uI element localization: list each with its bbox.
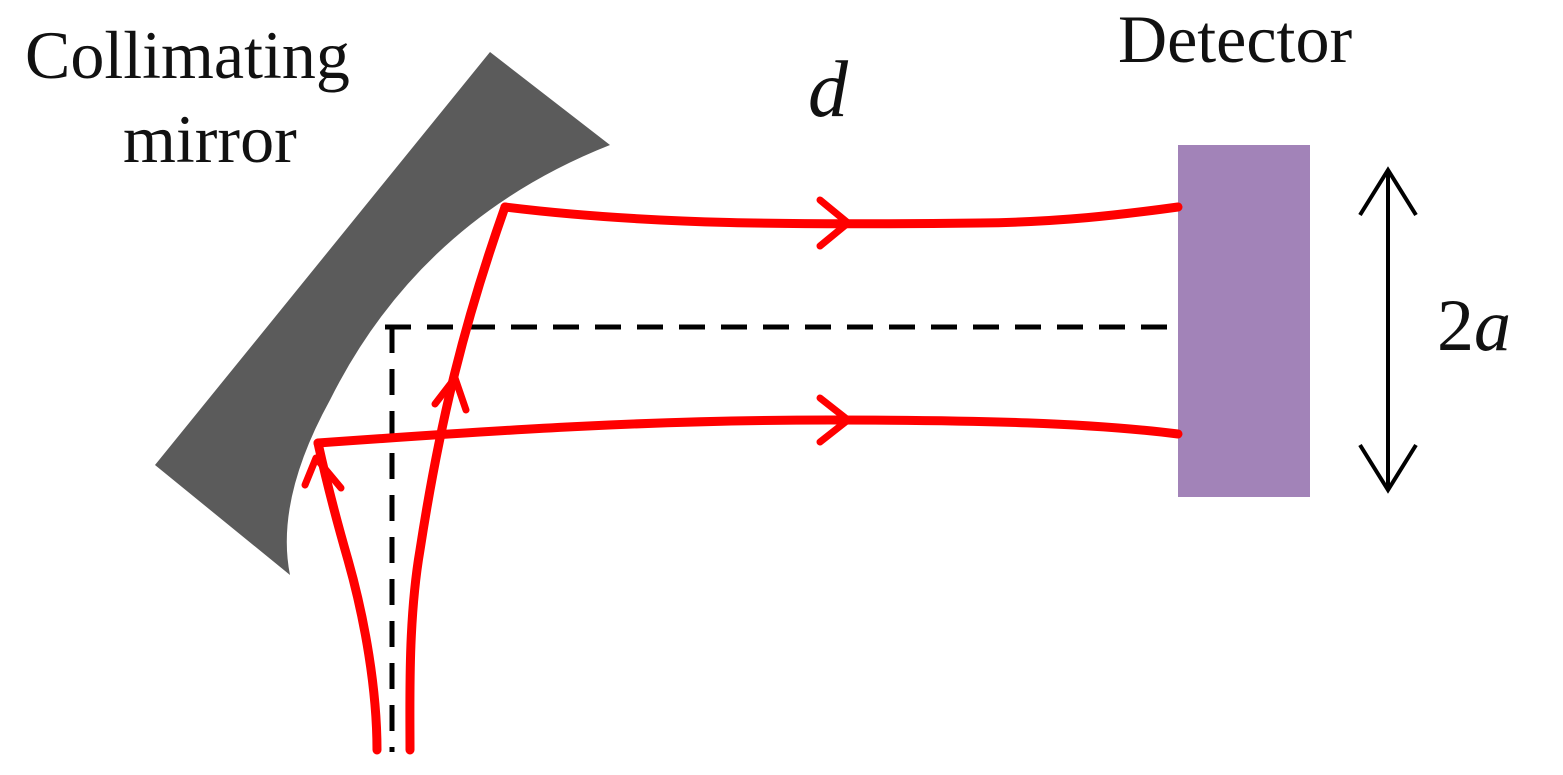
incident-beam-right <box>405 202 510 755</box>
upper-beam-arrowhead <box>816 196 852 250</box>
lower-reflected-beam <box>313 415 1183 448</box>
incident-beam-left <box>313 438 382 755</box>
aperture-symbol: a <box>1474 285 1511 367</box>
mirror-label-line1: Collimating <box>25 17 350 93</box>
aperture-label: 2a <box>1437 285 1511 367</box>
incident-beam-right-arrowhead <box>431 374 470 414</box>
aperture-arrow-top-head <box>1358 166 1418 217</box>
aperture-number: 2 <box>1437 285 1474 367</box>
mirror-label-line2: mirror <box>123 101 297 177</box>
upper-reflected-beam <box>500 202 1183 229</box>
distance-label: d <box>808 46 849 134</box>
collimating-mirror <box>155 52 610 575</box>
incident-beam-left-arrowhead <box>301 454 345 492</box>
lower-beam-arrowhead <box>816 394 852 446</box>
detector-label: Detector <box>1118 1 1352 77</box>
detector <box>1178 145 1310 497</box>
aperture-arrow-bottom-head <box>1358 443 1418 494</box>
